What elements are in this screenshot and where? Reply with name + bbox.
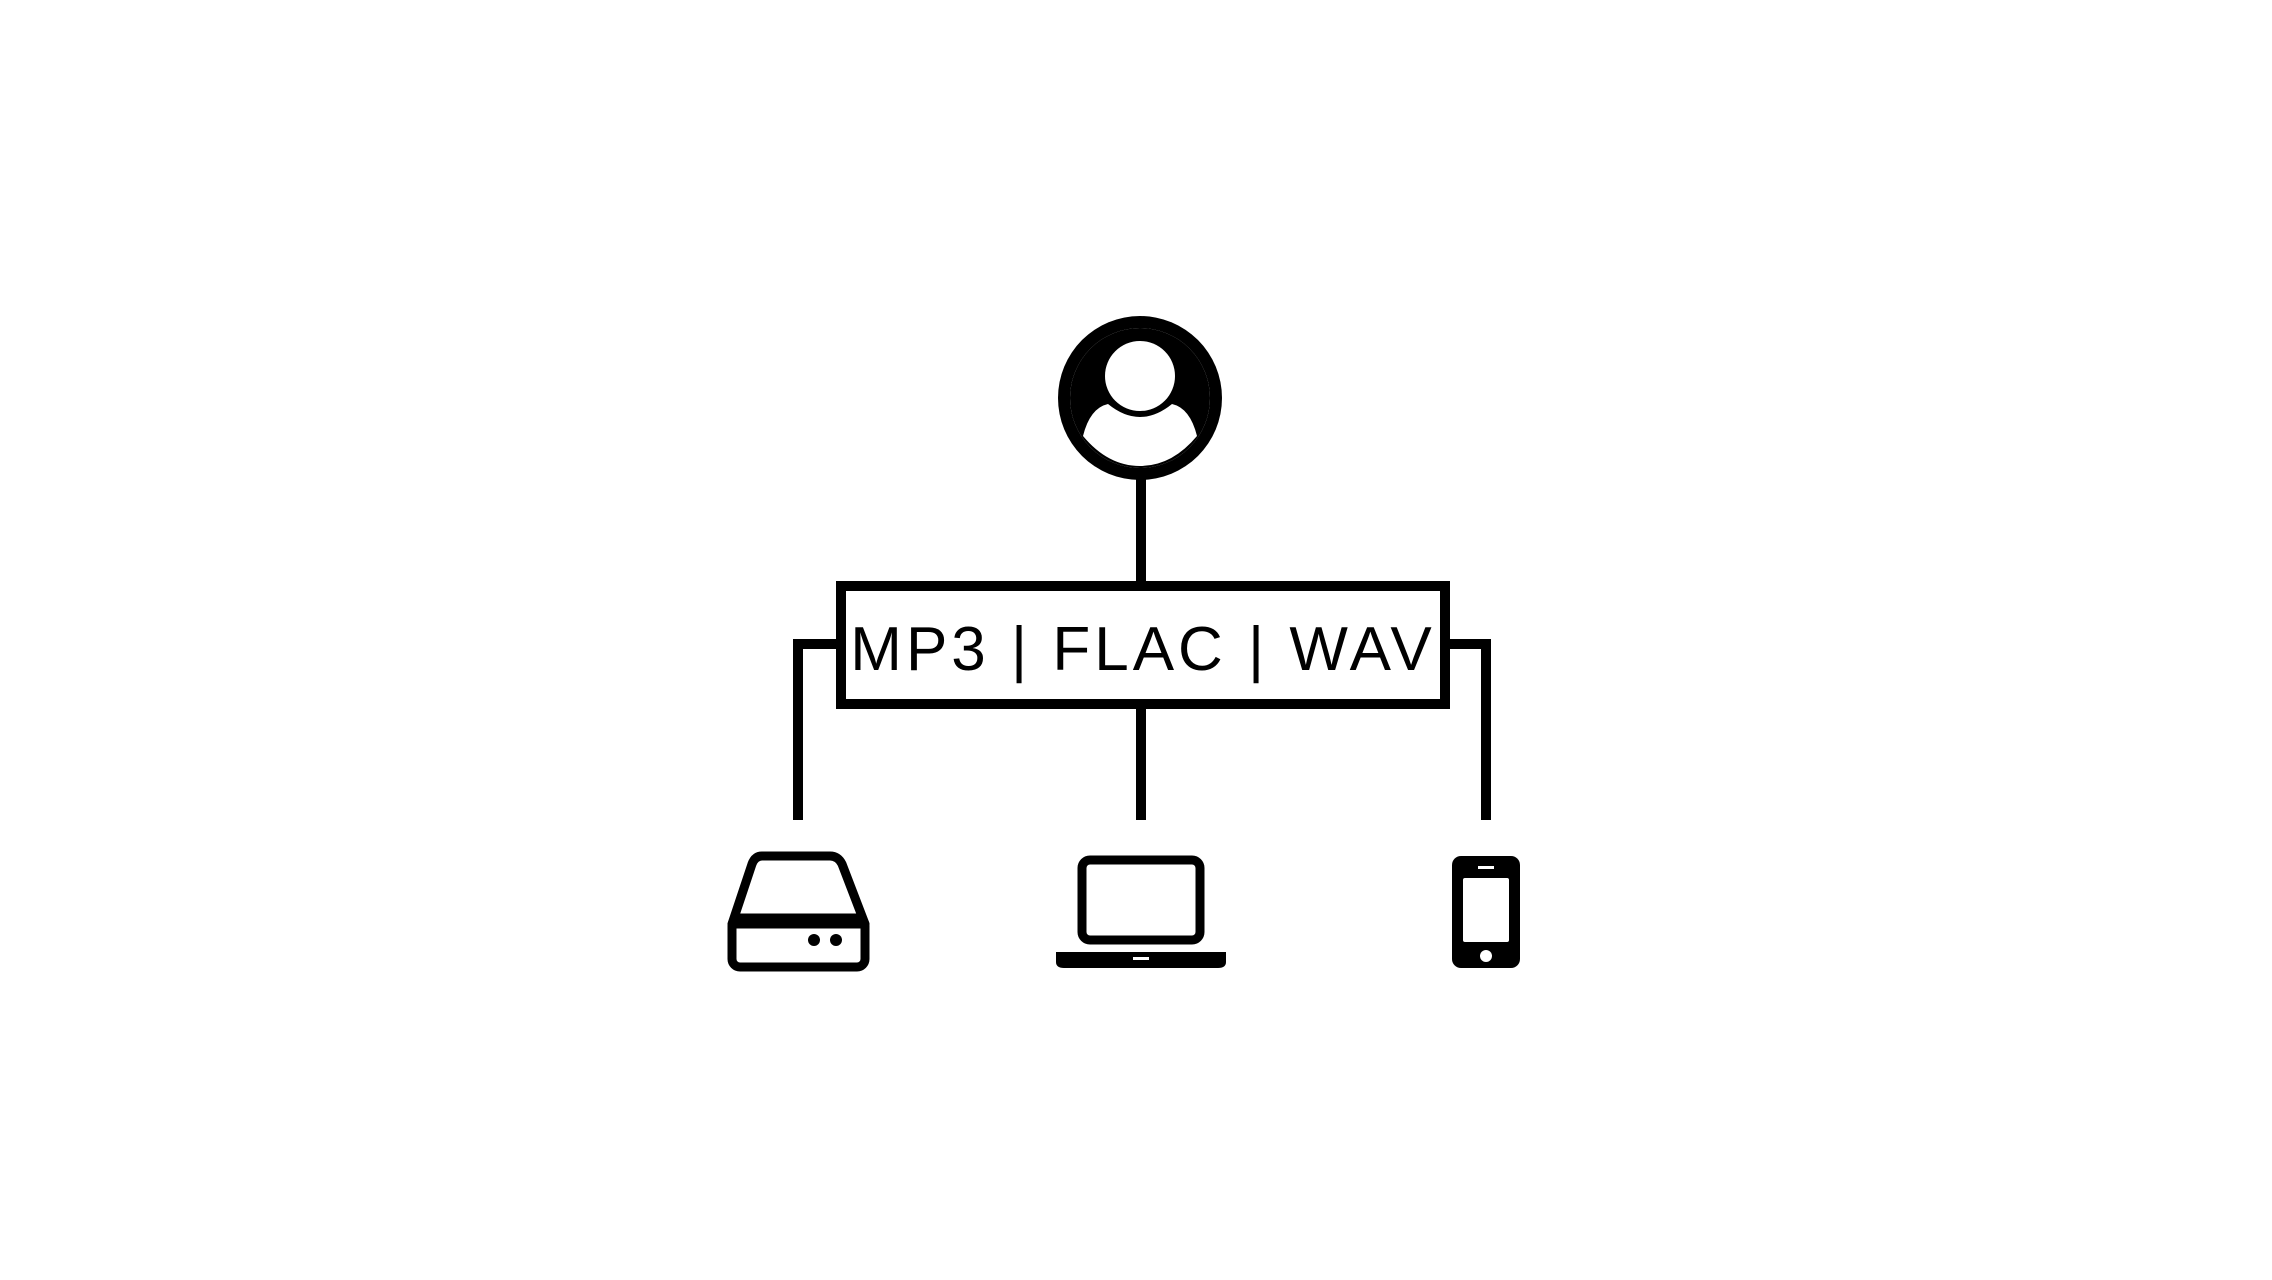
connector-formats-phone	[1445, 639, 1491, 820]
smartphone-icon	[1452, 856, 1520, 968]
formats-label: MP3 | FLAC | WAV	[850, 615, 1435, 684]
laptop-icon	[1056, 855, 1226, 968]
user-icon	[1058, 316, 1222, 480]
connector-formats-nas	[793, 639, 841, 820]
nas-drive-icon	[727, 851, 870, 972]
